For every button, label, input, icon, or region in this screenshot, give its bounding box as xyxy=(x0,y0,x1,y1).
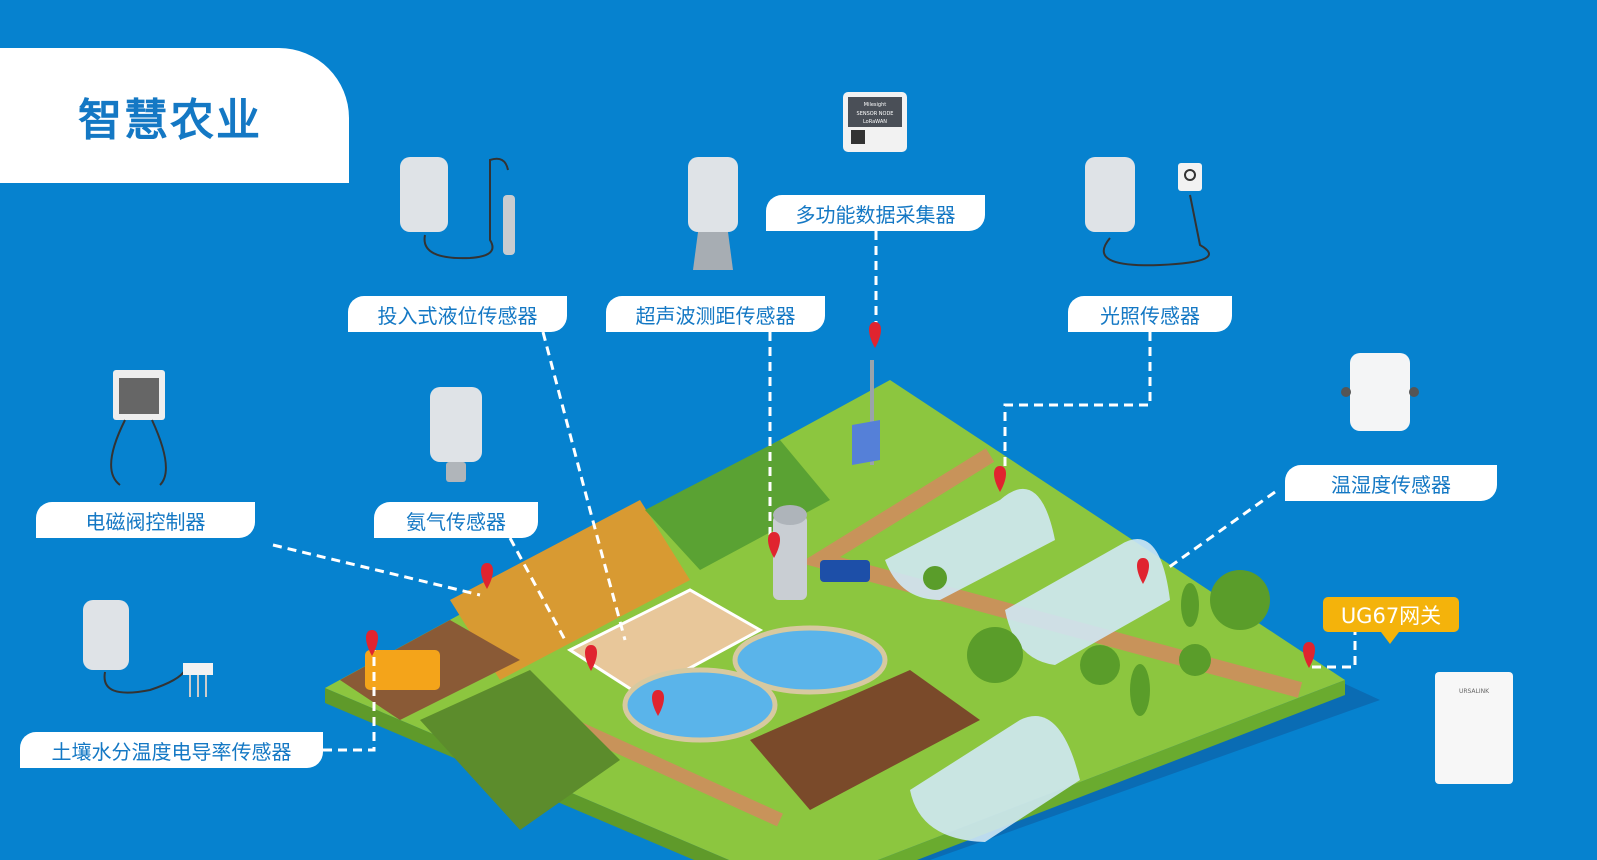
ultrasonic-sensor-device xyxy=(688,157,738,270)
gateway-brand: URSALINK xyxy=(1459,688,1490,695)
device-brand: Milesight xyxy=(864,102,887,108)
label-ultrasonic-sensor: 超声波测距传感器 xyxy=(606,296,825,332)
pond xyxy=(622,667,778,743)
label-temp-humidity-sensor: 温湿度传感器 xyxy=(1285,465,1497,501)
location-pins xyxy=(366,322,1315,716)
label-liquid-level-sensor: 投入式液位传感器 xyxy=(348,296,567,332)
valve-controller-device xyxy=(110,370,167,486)
road xyxy=(800,448,1303,698)
label-gateway: UG67网关 xyxy=(1323,597,1459,644)
label-ammonia-sensor: 氨气传感器 xyxy=(374,502,538,538)
label-valve-controller: 电磁阀控制器 xyxy=(36,502,255,538)
livestock-pen xyxy=(566,588,764,697)
light-sensor-device xyxy=(1085,157,1210,267)
ammonia-sensor-device xyxy=(430,387,482,482)
soil-sensor-device xyxy=(83,600,213,697)
data-collector-device: Milesight SENSOR NODE LoRaWAN xyxy=(843,92,907,152)
gateway-device: URSALINK xyxy=(1435,672,1513,784)
truck xyxy=(820,560,870,582)
pond xyxy=(732,625,888,695)
trees xyxy=(923,566,1270,716)
harvester xyxy=(365,650,440,690)
label-light-sensor: 光照传感器 xyxy=(1068,296,1232,332)
label-soil-sensor: 土壤水分温度电导率传感器 xyxy=(20,732,323,768)
page-title: 智慧农业 xyxy=(78,94,262,146)
title-banner: 智慧农业 xyxy=(0,48,349,183)
temp-humidity-sensor-device xyxy=(1341,353,1419,431)
silo-roof xyxy=(773,505,807,525)
solar-panel xyxy=(852,420,880,465)
wheat-field xyxy=(450,500,690,680)
vegetable-field xyxy=(420,670,620,830)
pumpkin-field xyxy=(750,670,980,810)
device-subtitle: LoRaWAN xyxy=(863,119,887,125)
silo xyxy=(773,515,807,600)
greenhouse xyxy=(1005,539,1170,665)
corn-field xyxy=(645,440,830,570)
greenhouse xyxy=(910,716,1080,842)
device-title: SENSOR NODE xyxy=(857,111,894,117)
label-data-collector: 多功能数据采集器 xyxy=(766,195,985,231)
liquid-level-sensor-device xyxy=(400,157,515,260)
connection-lines xyxy=(272,231,1357,752)
